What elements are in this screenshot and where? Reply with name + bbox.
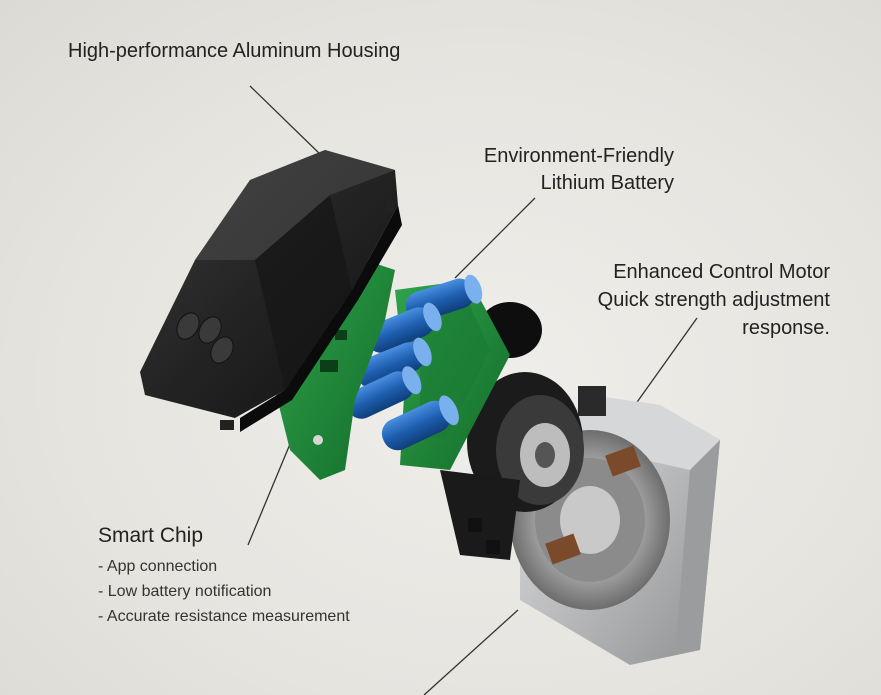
leader-line-battery	[454, 197, 536, 279]
label-motor: Enhanced Control Motor Quick strength ad…	[598, 258, 830, 342]
label-battery-line2: Lithium Battery	[540, 172, 674, 194]
smart-chip-feature: - App connection	[98, 558, 218, 575]
leader-line-bottom	[423, 609, 519, 695]
label-housing: High-performance Aluminum Housing	[68, 40, 401, 62]
leader-line-housing	[249, 85, 323, 157]
gear-disk	[440, 302, 584, 560]
smart-chip-title: Smart Chip	[98, 524, 204, 547]
smart-chip-feature: - Low battery notification	[98, 583, 272, 600]
label-motor-line2: Quick strength adjustment	[597, 289, 830, 311]
label-motor-line1: Enhanced Control Motor	[613, 261, 830, 283]
label-motor-line3: response.	[742, 317, 830, 339]
housing-logo-icon	[176, 312, 234, 364]
label-smart-chip: Smart Chip - App connection - Low batter…	[98, 524, 350, 629]
label-battery-line1: Environment-Friendly	[483, 145, 674, 167]
aluminum-housing	[140, 150, 402, 432]
smart-chip-feature: - Accurate resistance measurement	[98, 608, 350, 625]
leader-lines	[247, 85, 698, 695]
label-battery: Environment-Friendly Lithium Battery	[484, 143, 674, 197]
lithium-battery-cells	[346, 274, 483, 451]
leader-line-motor	[629, 317, 698, 413]
